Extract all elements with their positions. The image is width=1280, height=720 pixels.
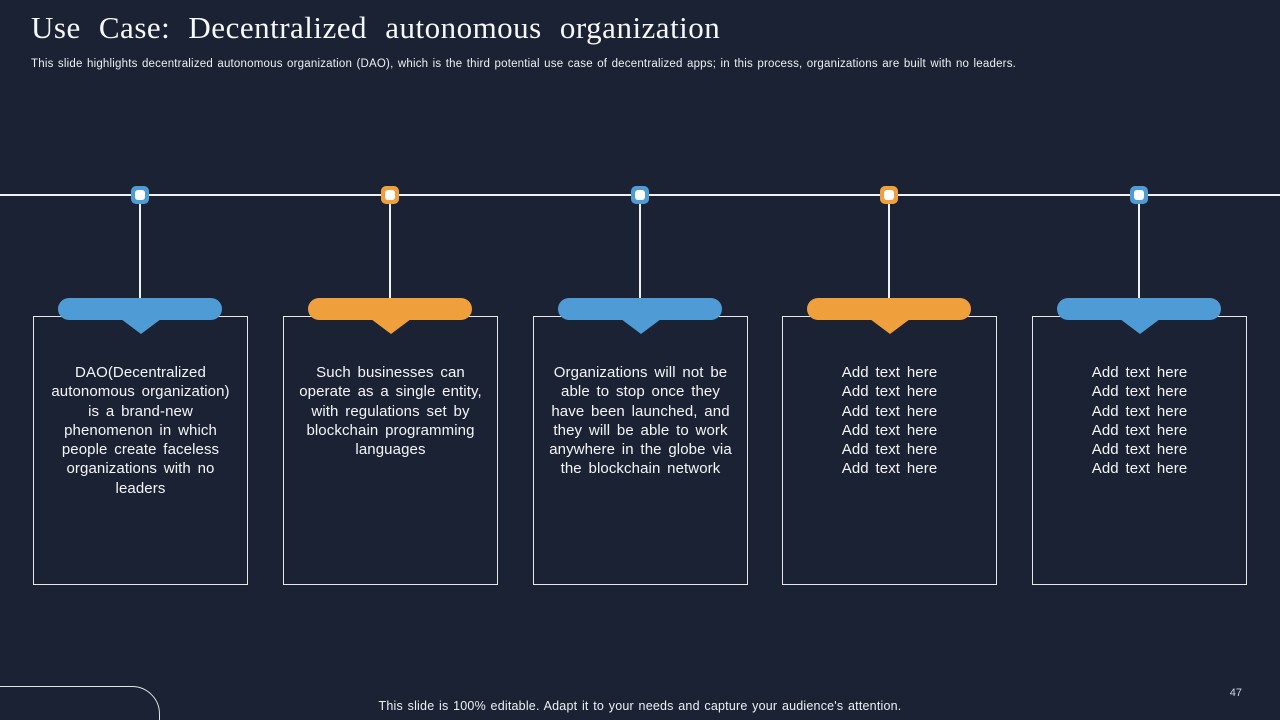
column-header-tab (58, 298, 222, 320)
timeline-column-2: Such businesses can operate as a single … (283, 186, 498, 586)
text-box-2[interactable]: Such businesses can operate as a single … (283, 316, 498, 585)
column-header-tab (558, 298, 722, 320)
node-inner-icon (884, 190, 894, 200)
text-box-1[interactable]: DAO(Decentralized autonomous organizatio… (33, 316, 248, 585)
rounded-square-node-icon (381, 186, 399, 204)
text-box-5-placeholder[interactable]: Add text here Add text here Add text her… (1032, 316, 1247, 585)
timeline-column-5: Add text here Add text here Add text her… (1032, 186, 1247, 586)
connector-line (139, 204, 141, 300)
chevron-down-icon (617, 316, 665, 334)
node-inner-icon (385, 190, 395, 200)
column-header-tab (1057, 298, 1221, 320)
node-inner-icon (135, 190, 145, 200)
chevron-down-icon (1116, 316, 1164, 334)
text-box-3[interactable]: Organizations will not be able to stop o… (533, 316, 748, 585)
connector-line (389, 204, 391, 300)
page-number: 47 (1229, 687, 1242, 699)
timeline-column-3: Organizations will not be able to stop o… (533, 186, 748, 586)
chevron-down-icon (866, 316, 914, 334)
footer-note: This slide is 100% editable. Adapt it to… (378, 699, 902, 713)
timeline-column-1: DAO(Decentralized autonomous organizatio… (33, 186, 248, 586)
connector-line (888, 204, 890, 300)
slide-title: Use Case: Decentralized autonomous organ… (31, 10, 721, 45)
rounded-square-node-icon (131, 186, 149, 204)
rounded-square-node-icon (1130, 186, 1148, 204)
timeline-column-4: Add text here Add text here Add text her… (782, 186, 997, 586)
column-header-tab (308, 298, 472, 320)
rounded-square-node-icon (631, 186, 649, 204)
slide-subtitle: This slide highlights decentralized auto… (31, 58, 1017, 70)
column-header-tab (807, 298, 971, 320)
connector-line (639, 204, 641, 300)
text-box-4-placeholder[interactable]: Add text here Add text here Add text her… (782, 316, 997, 585)
rounded-square-node-icon (880, 186, 898, 204)
node-inner-icon (1134, 190, 1144, 200)
node-inner-icon (635, 190, 645, 200)
chevron-down-icon (117, 316, 165, 334)
connector-line (1138, 204, 1140, 300)
chevron-down-icon (367, 316, 415, 334)
